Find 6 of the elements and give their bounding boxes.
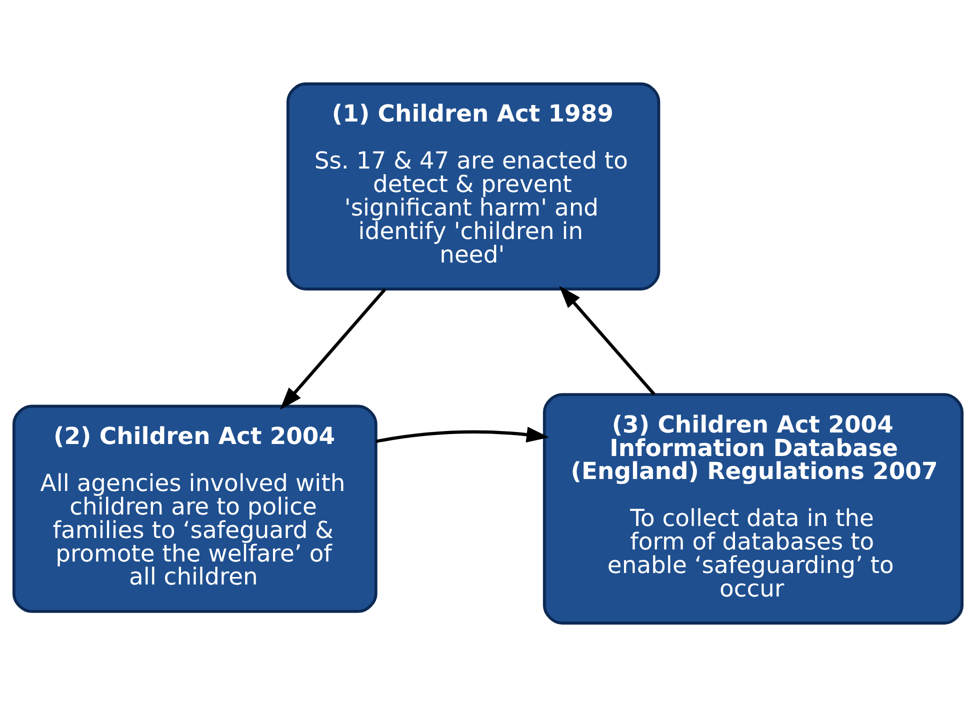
arrow [559,285,656,396]
arrow [280,288,386,410]
node-box: (2) Children Act 2004 All agencies involved with children are to police families to ‘safeguard & promote the welfare’ of all children [12,404,378,612]
node-box: (1) Children Act 1989 Ss. 17 & 47 are enacted to detect & prevent 'significant harm' and identify 'children in need' [286,82,660,290]
node-box: (3) Children Act 2004 Information Database (England) Regulations 2007 To collect data in the form of databases to enable ‘safeguarding’ to occur [542,392,964,624]
arrow [376,426,550,442]
